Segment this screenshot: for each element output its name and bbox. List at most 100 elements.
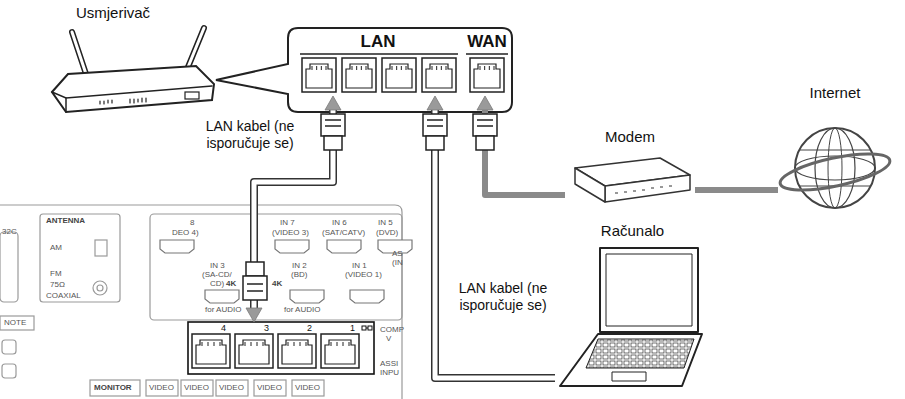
illustration-rect [185,92,199,99]
globe-drawing [777,128,892,208]
cable-outline [435,110,555,378]
panel-label: (SAT/CATV) [322,229,365,238]
lan-plug [423,114,447,150]
arrow-head [246,308,262,322]
rj45-contact [349,342,350,346]
rj45-contact [441,66,442,70]
illustration-rect [95,240,107,256]
internet-node: Internet [778,84,892,218]
rj45-port [192,334,230,368]
arrow-head [325,96,341,110]
illustration-polyline [52,86,212,98]
illustration-line [107,100,108,103]
illustration-line [477,125,493,127]
illustration-rect [254,380,286,396]
node-label: WAN [467,32,507,52]
rj45-contact [208,342,209,346]
arrow-head [477,96,493,110]
rj45-port [239,340,269,364]
panel-label: ANTENNA [46,217,85,226]
panel-label: AM [50,244,62,253]
illustration-rect [321,114,345,136]
illustration-line [325,119,341,121]
illustration-rect [216,380,248,396]
rj45-contact [316,66,317,70]
illustration-line [99,101,100,104]
panel-label: (VIDEO 3) [272,229,309,238]
rj45-ports [302,58,504,92]
panel-label: COAXIAL [46,292,81,301]
rj45-contact [361,66,362,70]
port-number: 1 [350,323,355,334]
panel-label: IN 1 [352,262,367,271]
rj45-port [422,58,456,92]
illustration-rect [40,214,120,302]
rj45-contact [321,66,322,70]
rj45-contact [484,66,485,70]
rj45-port [306,64,332,88]
illustration-rect [426,136,444,150]
laptop-drawing [560,248,702,386]
illustration-line [111,100,112,103]
rj45-contact [251,342,252,346]
illustration-rect [423,114,447,136]
hdmi-port [205,290,239,303]
rj45-port [426,64,452,88]
rj45-contact [446,66,447,70]
port-number: 3 [264,323,269,334]
illustration-line [660,187,663,188]
receiver-lan-block [188,322,374,374]
rj45-contact [392,66,393,70]
node-label: Modem [605,128,655,146]
illustration-rect [2,364,16,378]
illustration-line [427,125,443,127]
panel-label: VIDEO [295,384,320,393]
rj45-port [382,58,416,92]
panel-label: for AUDIO [205,306,241,315]
illustration-line [137,99,138,102]
rj45-port [196,340,226,364]
rj45-port [474,64,500,88]
lan-plug [321,114,345,150]
panel-label: INPU [380,369,399,378]
illustration-polygon [605,175,690,202]
illustration-rect [146,380,178,396]
lan-plug [243,262,267,300]
callout-panel [216,28,512,112]
rj45-contact [406,66,407,70]
illustration-line [65,98,67,112]
panel-label: 4K [272,280,282,289]
rj45-contact [401,66,402,70]
network-wire [477,96,565,195]
rj45-port [470,58,504,92]
panel-label: (DVD) [376,229,398,238]
illustration-rect [243,276,267,300]
node-label: LAN [361,32,396,52]
illustration-path [0,205,402,399]
panel-label: VIDEO [184,384,209,393]
rj45-contact [494,66,495,70]
lan-port-group: LAN [296,32,460,96]
illustration-circle [97,285,103,291]
illustration-line [615,193,618,194]
modem-drawing [575,158,690,202]
rj45-port [278,334,316,368]
rj45-contact [306,342,307,346]
lan-plug [473,114,497,150]
panel-label: VIDEO [219,384,244,393]
illustration-line [247,290,263,292]
illustration-line [624,192,627,193]
panel-label: V [386,335,391,344]
illustration-ellipse [795,156,875,180]
illustration-circle [93,281,107,295]
panel-label: VIDEO [257,384,282,393]
hdmi-port [275,240,309,253]
illustration-rect [368,326,372,330]
hdmi-port [350,290,384,303]
rj45-port [325,340,355,364]
illustration-rect [150,214,402,320]
rj45-contact [356,66,357,70]
illustration-ellipse [777,147,892,198]
panel-label: DEO 4) [172,229,199,238]
illustration-rect [476,136,494,150]
